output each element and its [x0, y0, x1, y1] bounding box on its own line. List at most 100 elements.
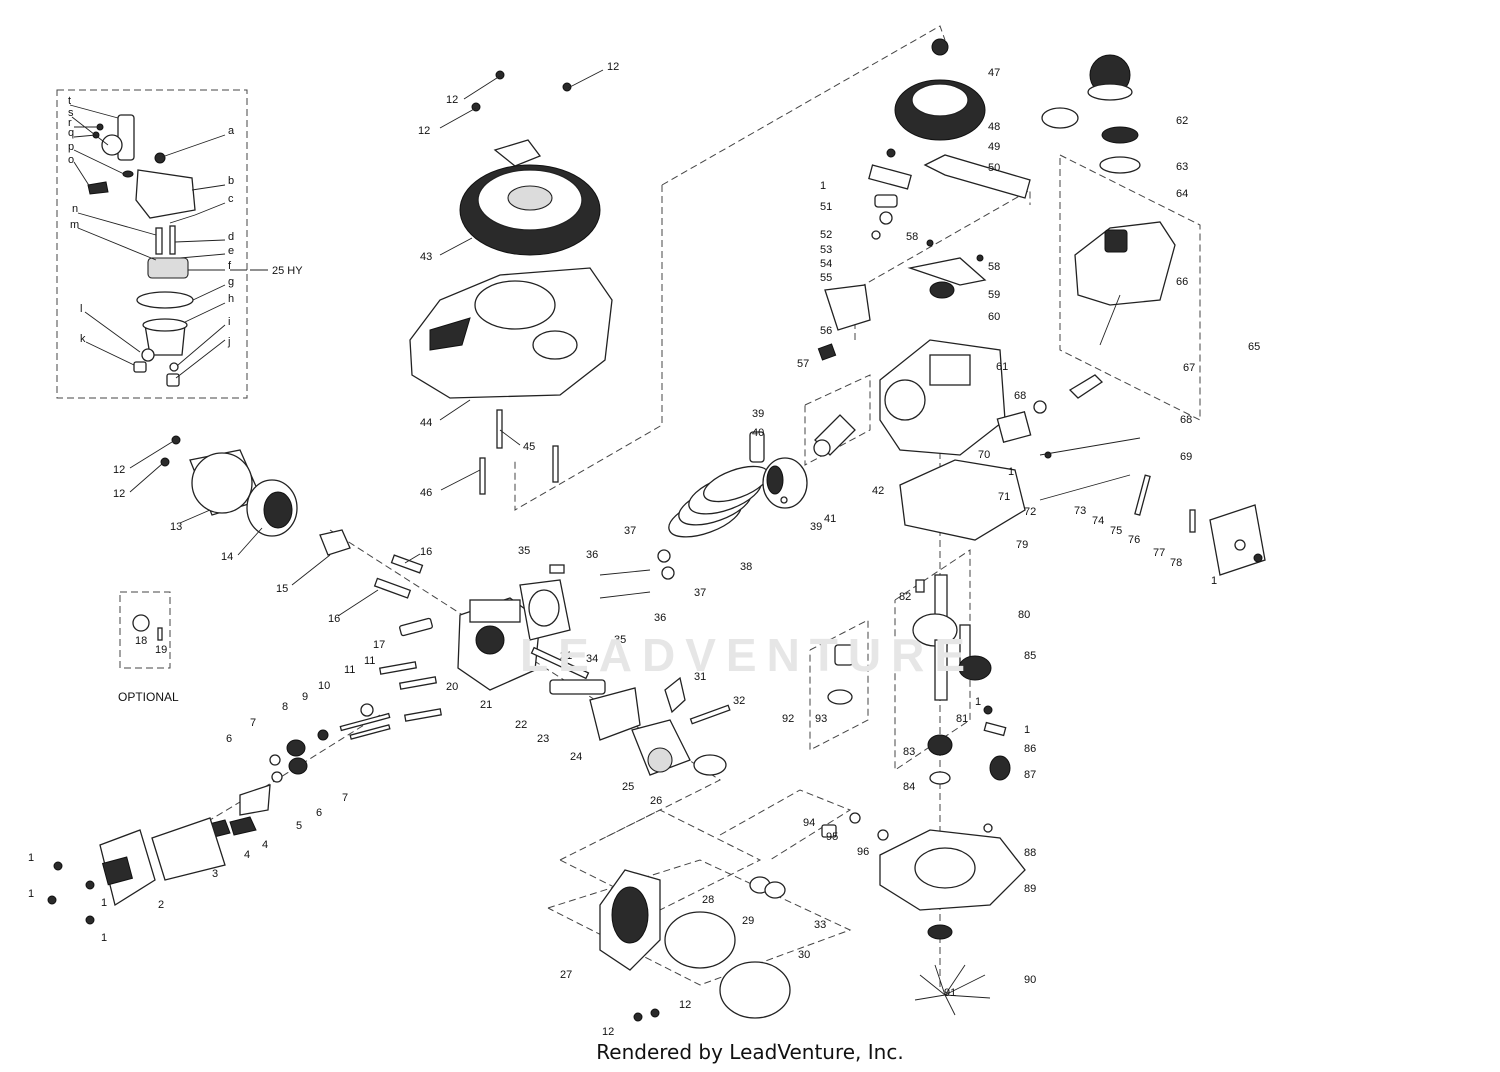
part-callout-29: 29 [742, 915, 754, 927]
part-callout-12: 12 [607, 61, 619, 73]
part-callout-12: 12 [113, 464, 125, 476]
part-callout-61: 61 [996, 361, 1008, 373]
part-callout-92: 92 [782, 713, 794, 725]
carb-letter: n [72, 203, 78, 215]
part-callout-53: 53 [820, 244, 832, 256]
part-callout-12: 12 [418, 125, 430, 137]
carb-letter: r [68, 117, 72, 129]
part-callout-4: 4 [244, 849, 250, 861]
part-callout-20: 20 [446, 681, 458, 693]
part-callout-87: 87 [1024, 769, 1036, 781]
part-callout-25: 25 [622, 781, 634, 793]
starter-and-housing [409, 70, 613, 495]
part-callout-30: 30 [798, 949, 810, 961]
part-callout-58: 58 [988, 261, 1000, 273]
part-callout-62: 62 [1176, 115, 1188, 127]
part-callout-84: 84 [903, 781, 915, 793]
part-callout-94: 94 [803, 817, 815, 829]
part-callout-77: 77 [1153, 547, 1165, 559]
part-callout-47: 47 [988, 67, 1000, 79]
part-callout-31: 31 [694, 671, 706, 683]
part-callout-69: 69 [1180, 451, 1192, 463]
part-callout-96: 96 [857, 846, 869, 858]
part-callout-12: 12 [679, 999, 691, 1011]
part-callout-28: 28 [702, 894, 714, 906]
carb-letter: s [68, 107, 74, 119]
intake-and-carburetor [530, 646, 731, 776]
carb-letter: j [227, 336, 230, 348]
leader-lines [69, 69, 604, 617]
carb-letter: t [68, 95, 71, 107]
part-callout-1: 1 [101, 932, 107, 944]
carb-letter: q [68, 127, 74, 139]
part-callout-15: 15 [276, 583, 288, 595]
carb-letter: d [228, 231, 234, 243]
part-callout-71: 71 [998, 491, 1010, 503]
part-callout-16: 16 [328, 613, 340, 625]
optional-label: OPTIONAL [118, 690, 179, 704]
part-callout-43: 43 [420, 251, 432, 263]
part-callout-1: 1 [28, 888, 34, 900]
sump-cover [821, 812, 1026, 1016]
part-callout-59: 59 [988, 289, 1000, 301]
part-callout-1: 1 [975, 696, 981, 708]
part-callout-13: 13 [170, 521, 182, 533]
carb-letter: e [228, 245, 234, 257]
part-callout-83: 83 [903, 746, 915, 758]
part-callout-16: 16 [420, 546, 432, 558]
carb-letter: b [228, 175, 234, 187]
part-callout-86: 86 [1024, 743, 1036, 755]
cylinder-head [47, 564, 651, 925]
part-callout-79: 79 [1016, 539, 1028, 551]
part-callout-78: 78 [1170, 557, 1182, 569]
carb-letter: m [70, 219, 79, 231]
airfilter-and-exhaust [132, 435, 424, 641]
carb-letter: f [228, 260, 232, 272]
flywheel-and-ignition [817, 38, 1266, 576]
part-callout-10: 10 [318, 680, 330, 692]
part-callout-34: 34 [586, 653, 598, 665]
part-callout-40: 40 [752, 427, 764, 439]
part-callout-54: 54 [820, 258, 832, 270]
part-callout-38: 38 [740, 561, 752, 573]
part-callout-36: 36 [586, 549, 598, 561]
part-callout-66: 66 [1176, 276, 1188, 288]
part-callout-3: 3 [212, 868, 218, 880]
part-callout-21: 21 [480, 699, 492, 711]
part-callout-93: 93 [815, 713, 827, 725]
part-callout-32: 32 [733, 695, 745, 707]
part-callout-37: 37 [694, 587, 706, 599]
part-callout-23: 23 [537, 733, 549, 745]
part-callout-37: 37 [624, 525, 636, 537]
carb-letter: a [228, 125, 235, 137]
part-callout-50: 50 [988, 162, 1000, 174]
part-callout-35: 35 [614, 634, 626, 646]
part-callout-1: 1 [28, 852, 34, 864]
part-callout-90: 90 [1024, 974, 1036, 986]
part-callout-89: 89 [1024, 883, 1036, 895]
part-callout-35: 35 [518, 545, 530, 557]
part-callout-4: 4 [262, 839, 268, 851]
carb-letter: c [228, 193, 234, 205]
part-callout-45: 45 [523, 441, 535, 453]
part-callout-1: 1 [101, 897, 107, 909]
part-callout-7: 7 [250, 717, 256, 729]
part-callout-46: 46 [420, 487, 432, 499]
part-callout-58: 58 [906, 231, 918, 243]
part-callout-91: 91 [944, 987, 956, 999]
part-callout-24: 24 [570, 751, 582, 763]
part-callout-9: 9 [302, 691, 308, 703]
part-callout-82: 82 [899, 591, 911, 603]
part-callout-65: 65 [1248, 341, 1260, 353]
part-callout-8: 8 [282, 701, 288, 713]
part-callout-80: 80 [1018, 609, 1030, 621]
part-callout-57: 57 [797, 358, 809, 370]
carb-letter: i [228, 316, 230, 328]
carb-letter: h [228, 293, 234, 305]
part-callout-52: 52 [820, 229, 832, 241]
fuel-tank [1041, 54, 1176, 346]
part-callout-2: 2 [158, 899, 164, 911]
carburetor-detail-parts [87, 114, 196, 387]
part-callout-67: 67 [1183, 362, 1195, 374]
part-callout-36: 36 [654, 612, 666, 624]
